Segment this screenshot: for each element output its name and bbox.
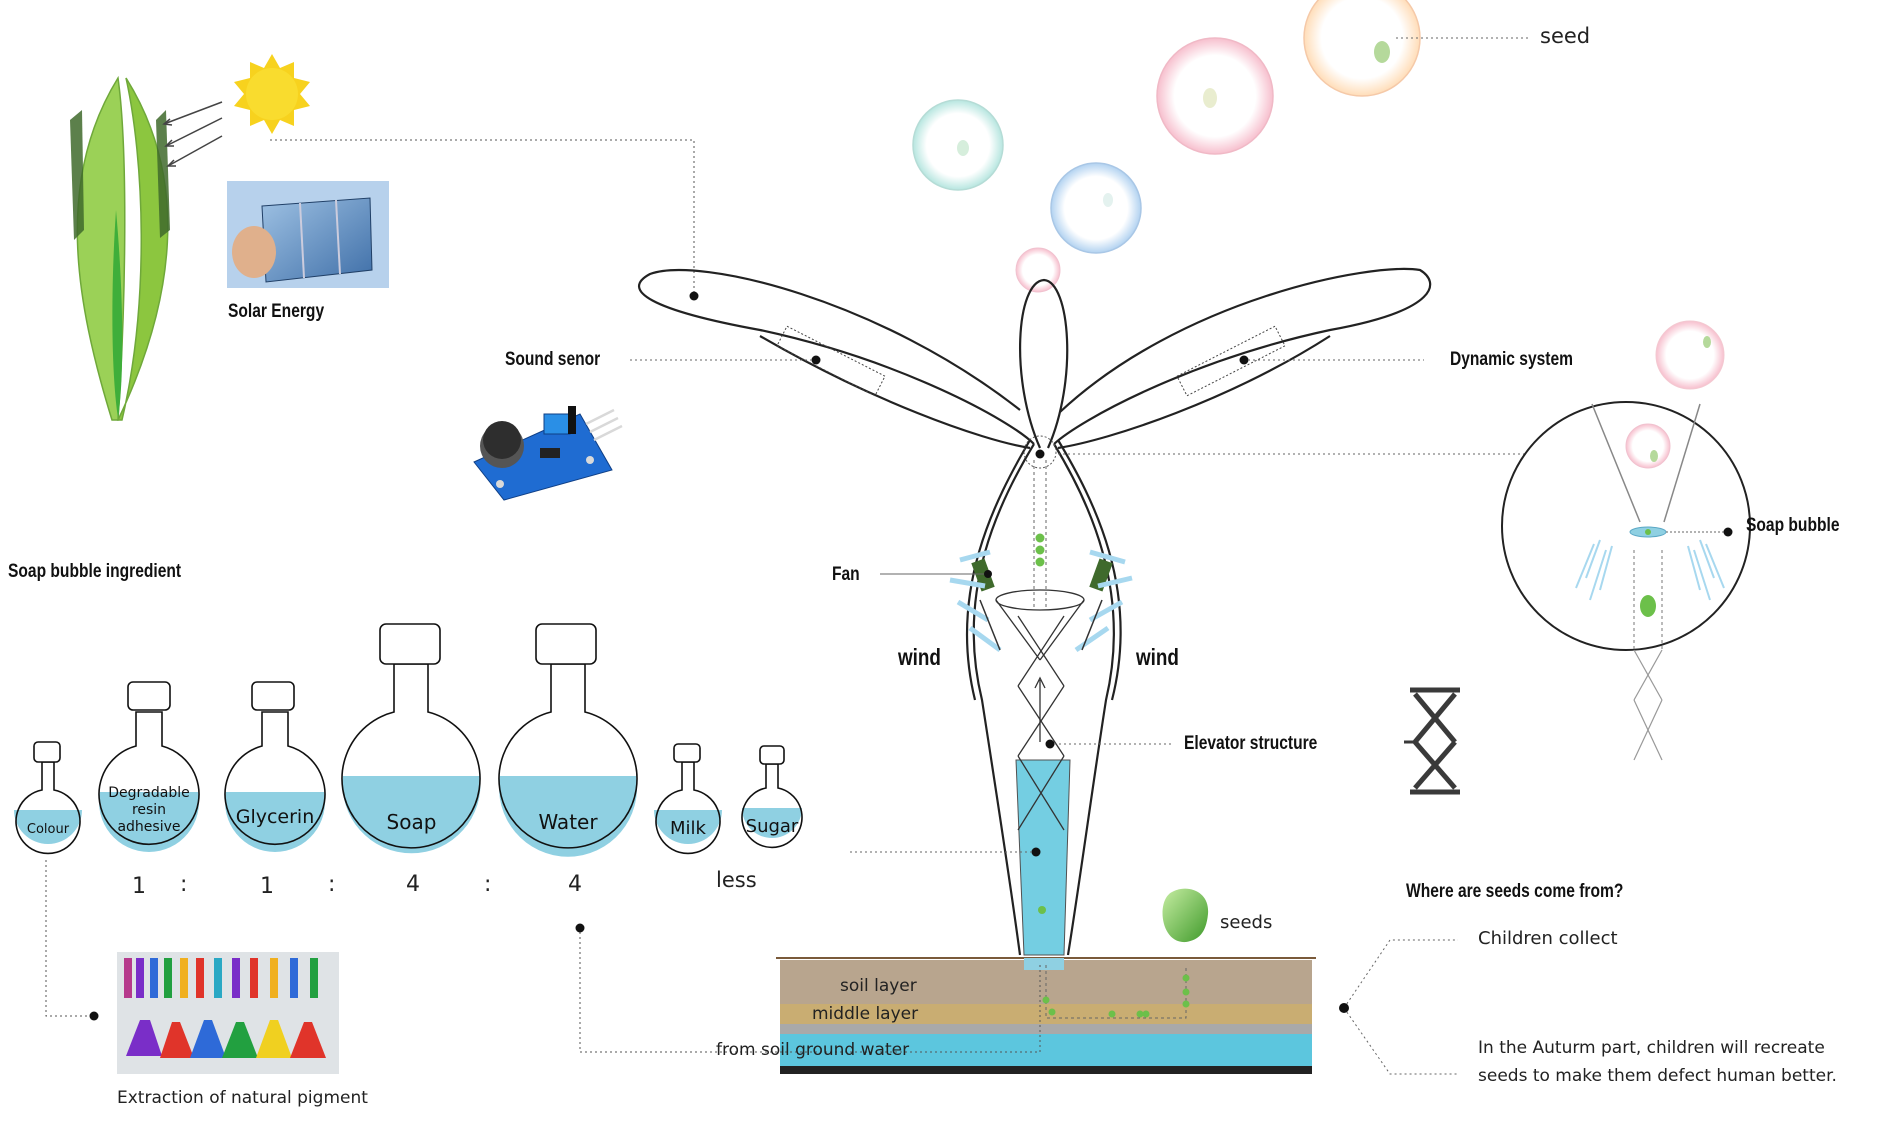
- wind-right-label: wind: [1136, 644, 1179, 670]
- flask-glycerin-label: Glycerin: [235, 806, 315, 828]
- children-collect-text: Children collect: [1478, 928, 1618, 949]
- bubble-node: [1023, 435, 1057, 469]
- flask-resin-label-3: adhesive: [117, 819, 181, 835]
- fan-label: Fan: [832, 564, 860, 585]
- flask-water-label: Water: [538, 810, 598, 834]
- ratio-sep-3: :: [484, 872, 492, 897]
- ingredient-heading: Soap bubble ingredient: [8, 561, 182, 582]
- ratio-soap: 4: [406, 872, 420, 897]
- seeds-label: seeds: [1220, 912, 1273, 933]
- soap-bubble-label: Soap bubble: [1746, 515, 1840, 536]
- elevator-scissor: [1017, 615, 1065, 831]
- autumn-text-line1: In the Auturm part, children will recrea…: [1478, 1038, 1825, 1058]
- flask-colour-label: Colour: [26, 822, 70, 837]
- colour-connector: [45, 860, 92, 1017]
- fan-right-icon: [1074, 549, 1133, 653]
- flask-sugar-label: Sugar: [745, 816, 799, 837]
- ground-water-label: from soil ground water: [716, 1040, 910, 1060]
- ratio-less: less: [716, 868, 757, 892]
- ratio-water: 4: [568, 872, 582, 897]
- zoom-detail: [1501, 401, 1751, 761]
- sun-connector-line: [270, 139, 695, 296]
- scissor-lift-icon: [1404, 687, 1460, 795]
- solar-panel-photo: [227, 181, 389, 288]
- stem-liquid: [1015, 759, 1071, 956]
- flask-milk-label: Milk: [670, 818, 706, 839]
- middle-layer-label: middle layer: [812, 1004, 919, 1024]
- flask-resin-label-1: Degradable: [108, 785, 190, 801]
- autumn-text-line2: seeds to make them defect human better.: [1478, 1066, 1837, 1086]
- sound-sensor-module: [473, 406, 623, 501]
- sun-ray-arrows: [162, 101, 223, 167]
- wind-left-label: wind: [898, 644, 941, 670]
- inner-cone: [995, 589, 1085, 661]
- ratio-resin: 1: [132, 874, 146, 899]
- ratio-sep-1: :: [180, 872, 188, 897]
- plant-illustration: [70, 75, 170, 421]
- pigment-caption: Extraction of natural pigment: [117, 1088, 368, 1108]
- solar-energy-label: Solar Energy: [228, 301, 325, 322]
- funnel-structure: [638, 267, 1432, 956]
- soil-layer-label: soil layer: [840, 976, 917, 996]
- sun-icon: [234, 54, 310, 134]
- sound-sensor-label: Sound senor: [505, 349, 601, 370]
- flasks: [13, 623, 803, 857]
- seed-dots: [1035, 533, 1046, 914]
- dynamic-system-box: [1176, 325, 1286, 397]
- seed-label: seed: [1540, 24, 1591, 48]
- seed-icon: [1162, 888, 1209, 943]
- where-seeds-heading: Where are seeds come from?: [1406, 881, 1624, 902]
- dynamic-system-label: Dynamic system: [1450, 349, 1573, 370]
- bubbles: [912, 0, 1725, 390]
- ratio-glycerin: 1: [260, 874, 274, 899]
- sound-sensor-box: [776, 325, 886, 397]
- ratio-sep-2: :: [328, 872, 336, 897]
- elevator-structure-label: Elevator structure: [1184, 733, 1318, 754]
- seed-channel: [1033, 460, 1047, 610]
- pigment-photo: [117, 952, 339, 1074]
- seed-source-connector: [1343, 939, 1458, 1075]
- fan-left-icon: [949, 549, 1002, 653]
- soil-block: [575, 923, 1316, 1074]
- flask-soap-label: Soap: [386, 810, 437, 834]
- flask-resin-label-2: resin: [131, 802, 167, 818]
